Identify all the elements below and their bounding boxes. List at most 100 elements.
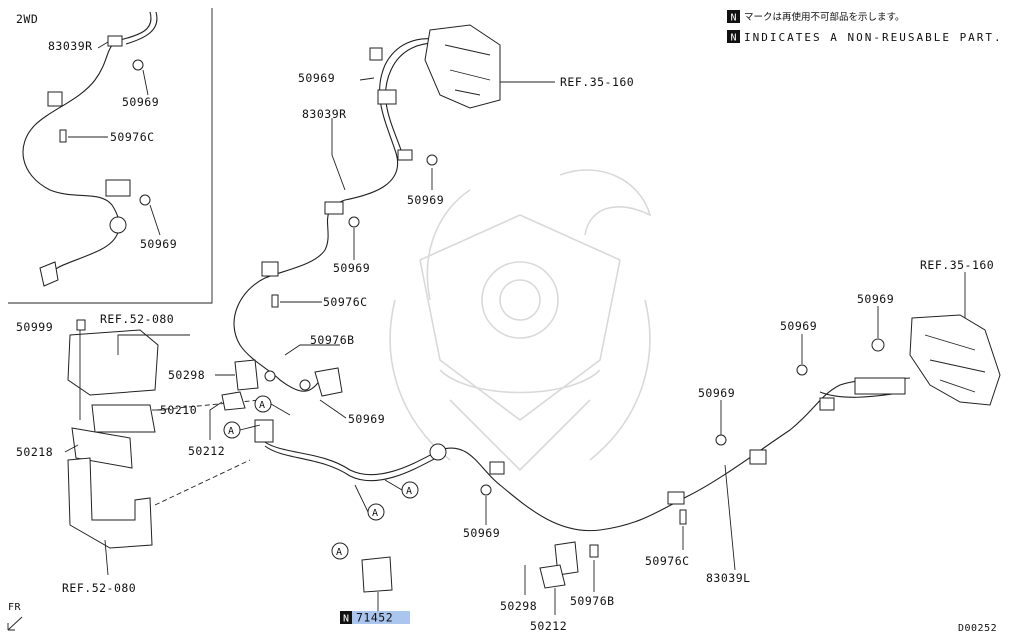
callout-ref-35-160-right: REF.35-160 bbox=[920, 258, 994, 272]
section-marker-5-label: A bbox=[336, 547, 343, 558]
caliper-rh bbox=[424, 24, 501, 109]
callout-50976C-lh: 50976C bbox=[645, 554, 690, 568]
callout-83039R: 83039R bbox=[302, 107, 347, 121]
plate-50212-upper bbox=[221, 391, 246, 411]
front-indicator: FR bbox=[7, 602, 23, 631]
callout-ref-35-160-top: REF.35-160 bbox=[560, 75, 634, 89]
legend-badge-letter-1: N bbox=[731, 13, 738, 24]
bolt-50976C bbox=[271, 294, 279, 308]
callout-50969-r-a: 50969 bbox=[857, 292, 894, 306]
callout-83039L: 83039L bbox=[706, 571, 751, 585]
inset-end-fitting bbox=[39, 261, 59, 287]
inset-clip-mid bbox=[47, 91, 63, 107]
callout-50976B: 50976B bbox=[310, 333, 355, 347]
callout-ref-52-080-bottom: REF.52-080 bbox=[62, 581, 136, 595]
legend-badge-2 bbox=[727, 30, 740, 43]
callout-inset-83039R: 83039R bbox=[48, 39, 93, 53]
clip-lh-4 bbox=[819, 397, 835, 411]
watermark-emblem bbox=[389, 169, 652, 472]
fr-label: FR bbox=[8, 602, 22, 613]
bracket-upper bbox=[67, 329, 159, 396]
callout-71452: 71452 bbox=[356, 611, 393, 625]
nut-50969-r-a bbox=[871, 338, 885, 352]
label-sticker bbox=[361, 556, 393, 593]
nut-50969-r-b bbox=[796, 364, 808, 376]
svg-text:N: N bbox=[343, 614, 350, 625]
bracket-group-upper: 50298 50212 bbox=[168, 359, 276, 458]
callout-50999: 50999 bbox=[16, 320, 53, 334]
legend-text-en: INDICATES A NON-REUSABLE PART. bbox=[744, 31, 1003, 44]
inset-title: 2WD bbox=[16, 12, 38, 26]
callout-50212-lower: 50212 bbox=[530, 619, 567, 633]
inset-nut-1 bbox=[132, 59, 144, 71]
inset-frame bbox=[8, 8, 213, 304]
bolt-50976C-lh bbox=[679, 509, 687, 525]
callout-50210: 50210 bbox=[160, 403, 197, 417]
section-marker-2-label: A bbox=[228, 426, 235, 437]
part-71452-highlight bbox=[352, 611, 410, 624]
callout-50969-top: 50969 bbox=[298, 71, 335, 85]
inset-2wd: 2WD 83039R 50969 50976C 50969 bbox=[8, 8, 213, 304]
cable-83039L-assembly: REF.35-160 50969 50969 50969 50969 50976… bbox=[254, 258, 1001, 585]
bracket-rh-end bbox=[314, 367, 343, 397]
callout-inset-50969-a: 50969 bbox=[122, 95, 159, 109]
fr-arrow-icon bbox=[7, 616, 23, 631]
inset-grommet bbox=[109, 216, 127, 234]
callout-50969-bottom: 50969 bbox=[463, 526, 500, 540]
section-marker-5 bbox=[331, 542, 349, 560]
callout-50298-lower: 50298 bbox=[500, 599, 537, 613]
bolt-50999 bbox=[76, 319, 86, 331]
clip-rh-3 bbox=[324, 201, 344, 215]
clip-lh-5 bbox=[854, 377, 906, 395]
inset-nut-2 bbox=[139, 194, 151, 206]
bolt-50976B-lower bbox=[589, 544, 599, 558]
callout-50976C: 50976C bbox=[323, 295, 368, 309]
callout-50969-mid: 50969 bbox=[407, 193, 444, 207]
section-marker-1-label: A bbox=[259, 400, 266, 411]
callout-50218: 50218 bbox=[16, 445, 53, 459]
bracket-rear-lh bbox=[254, 419, 274, 443]
legend: N マークは再使用不可部品を示します。 N INDICATES A NON-RE… bbox=[727, 10, 1003, 44]
callout-ref-52-080-top: REF.52-080 bbox=[100, 312, 174, 326]
clip-lh-1 bbox=[489, 461, 505, 475]
ecu-50210 bbox=[91, 404, 156, 433]
legend-badge-1 bbox=[727, 10, 740, 23]
nut-50969-r-c bbox=[715, 434, 727, 446]
left-bracket-group: 50999 REF.52-080 50210 50218 REF.52-080 bbox=[16, 312, 261, 595]
legend-text-jp: マークは再使用不可部品を示します。 bbox=[744, 11, 905, 23]
plate-50212-lower bbox=[539, 564, 566, 589]
callout-50976B-lower: 50976B bbox=[570, 594, 615, 608]
cable-83039R-assembly: 50969 REF.35-160 83039R 50969 50969 5097… bbox=[233, 24, 634, 426]
label-71452-group: N 71452 bbox=[340, 556, 410, 625]
callout-50969-bracket: 50969 bbox=[348, 412, 385, 426]
nut-50969-low bbox=[348, 216, 360, 228]
callout-50969-low: 50969 bbox=[333, 261, 370, 275]
nut-50969-bottom bbox=[480, 484, 492, 496]
nut-50969-top bbox=[369, 47, 383, 61]
nut-50969-bracket bbox=[299, 379, 311, 391]
cable-83039L bbox=[261, 377, 911, 532]
section-marker-4-label: A bbox=[372, 508, 379, 519]
section-marker-4 bbox=[367, 503, 385, 521]
callout-inset-50976C: 50976C bbox=[110, 130, 155, 144]
bracket-group-lower: 50298 50976B 50212 bbox=[500, 541, 615, 633]
clip-lh-2 bbox=[667, 491, 685, 505]
clip-rh-2 bbox=[397, 149, 413, 161]
legend-badge-letter-2: N bbox=[731, 33, 738, 44]
callout-50969-r-c: 50969 bbox=[698, 386, 735, 400]
inset-bracket bbox=[105, 179, 131, 197]
section-markers: A A A A A bbox=[223, 395, 419, 560]
bracket-lower bbox=[67, 457, 153, 549]
clip-rh-1 bbox=[377, 89, 397, 105]
callout-50212-upper: 50212 bbox=[188, 444, 225, 458]
callout-inset-50969-b: 50969 bbox=[140, 237, 177, 251]
clip-rh-4 bbox=[261, 261, 279, 277]
grommet-lh bbox=[429, 443, 447, 461]
non-reusable-badge bbox=[340, 611, 352, 624]
callout-50969-r-b: 50969 bbox=[780, 319, 817, 333]
caliper-lh bbox=[909, 314, 1001, 406]
section-marker-3-label: A bbox=[406, 486, 413, 497]
inset-bolt bbox=[59, 129, 67, 143]
clip-lh-3 bbox=[749, 449, 767, 465]
